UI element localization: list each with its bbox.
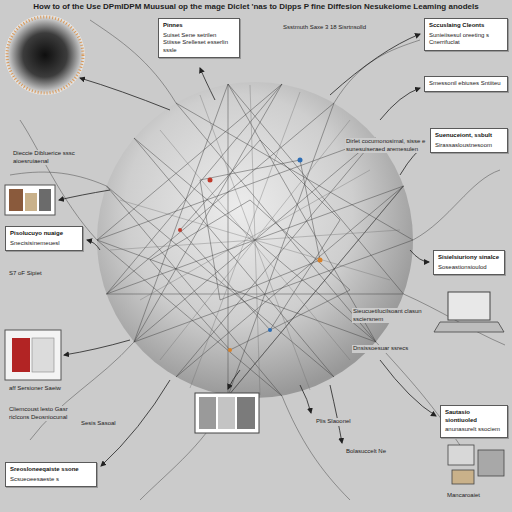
tower xyxy=(478,450,504,476)
red-dot xyxy=(178,228,182,232)
box xyxy=(452,470,474,484)
picture-frame xyxy=(5,330,61,380)
callout-text: anunasurelt ssociem xyxy=(445,426,503,434)
callout-label: Plis Slaoonel xyxy=(315,418,352,426)
callout-label: aff Sersioner Saeiw xyxy=(8,385,62,393)
picture-box xyxy=(5,185,55,215)
callout-text: Pisolucuyo nuaige xyxy=(10,230,78,238)
callout-text: Sisielsiuriony sinalce xyxy=(438,254,500,262)
picture-bar xyxy=(39,189,51,211)
computer-icons xyxy=(448,445,504,484)
callout-label: Sesis Sasoal xyxy=(80,420,117,428)
leader-line xyxy=(380,360,436,416)
network-sphere xyxy=(97,82,413,398)
callout-text: Sirassasloustnesoom xyxy=(435,142,503,150)
callout-label: Mancaroaiet xyxy=(446,492,481,500)
sphere-rim xyxy=(7,17,83,93)
picture-panel xyxy=(199,397,216,429)
callout-label: Cliemcoust lesto Gasr riclcons Deosniocu… xyxy=(8,406,76,421)
leader-line xyxy=(330,385,342,443)
laptop-icon xyxy=(434,292,504,332)
callout-text: Sautasio siontiuoled xyxy=(445,409,503,424)
leader-line xyxy=(87,240,100,250)
callout-text: Snecisisinemeuesl xyxy=(10,240,78,248)
dotted-sphere xyxy=(5,15,85,95)
blue-dot xyxy=(268,328,272,332)
callout-box: Pisolucuyo nuaigeSnecisisinemeuesl xyxy=(5,226,83,251)
callout-box: Suenuceiont, ssbultSirassasloustnesoom xyxy=(430,128,508,153)
laptop-base xyxy=(434,322,504,332)
callout-text: Suenuceiont, ssbult xyxy=(435,132,503,140)
orange-dot xyxy=(318,258,323,263)
callout-text: Pinnes xyxy=(163,22,235,30)
orange-dot xyxy=(228,348,232,352)
picture-frame xyxy=(5,185,55,215)
leader-line xyxy=(200,68,215,100)
callout-text: Sunieiisesul oreeting s Cnerrifuclat xyxy=(429,32,503,47)
callout-label: Dieccie Dibluerice sssc aioesruiaenal xyxy=(12,150,99,165)
picture-panel xyxy=(218,397,235,429)
red-panel xyxy=(12,338,30,372)
callout-label: Bolasuccelt Ne xyxy=(345,448,387,456)
picture-frame xyxy=(195,393,259,433)
picture-bar xyxy=(25,193,37,211)
picture-box xyxy=(195,393,259,433)
red-dot xyxy=(208,178,213,183)
mesh-lines xyxy=(10,20,505,500)
leader-line xyxy=(80,78,170,110)
callout-label: Sieucuetilucilsoant clasun ssciersnem xyxy=(352,308,426,323)
node-dots xyxy=(178,158,323,353)
callout-box: Sccuslaing CleontsSunieiisesul oreeting … xyxy=(424,18,508,51)
leader-line xyxy=(330,34,420,95)
leader-line xyxy=(300,385,311,413)
callout-text: Sreosloneeqaiste ssone xyxy=(10,466,92,474)
leader-line xyxy=(64,340,130,355)
callout-box: Sautasio siontiuoled anunasurelt ssociem xyxy=(440,405,508,438)
blue-dot xyxy=(298,158,303,163)
picture-panel xyxy=(237,397,255,429)
callout-box: Smessonil ebiuses Sntiiteu xyxy=(424,76,508,92)
callout-text: Suiset Sene setrilen Stiisse Srelleset e… xyxy=(163,32,235,55)
callout-text: Soseastionsioulod xyxy=(438,264,500,272)
callout-text: Sccuslaing Cleonts xyxy=(429,22,503,30)
callout-box: Sisielsiuriony sinalceSoseastionsioulod xyxy=(433,250,505,275)
leader-lines xyxy=(59,34,436,466)
callout-text: Scsueoeesaeste s xyxy=(10,476,92,484)
leader-line xyxy=(410,250,429,262)
callout-text: Smessonil ebiuses Sntiiteu xyxy=(429,80,503,88)
laptop-screen xyxy=(448,292,490,320)
callout-label: Dnsissoesuar ssrecs xyxy=(352,345,409,353)
picture-box xyxy=(5,330,61,380)
callout-box: PinnesSuiset Sene setrilen Stiisse Srell… xyxy=(158,18,240,58)
picture-bar xyxy=(9,189,23,211)
leader-line xyxy=(228,370,240,389)
callout-box: Sreosloneeqaiste ssoneScsueoeesaeste s xyxy=(5,462,97,487)
monitor xyxy=(448,445,474,465)
callout-label: Ssstmuth Saxe 3 18 Sisrtnsolld xyxy=(282,24,367,32)
diagram-title: How to of the Use DPmIDPM Muusual op the… xyxy=(4,2,508,11)
callout-label: S7 oF Sipiet xyxy=(8,270,43,278)
leader-line xyxy=(59,190,110,200)
callout-label: Dirlet cocumonosimal, sisse e sunesuiser… xyxy=(345,138,429,153)
white-panel xyxy=(32,338,54,372)
leader-line xyxy=(380,88,420,120)
